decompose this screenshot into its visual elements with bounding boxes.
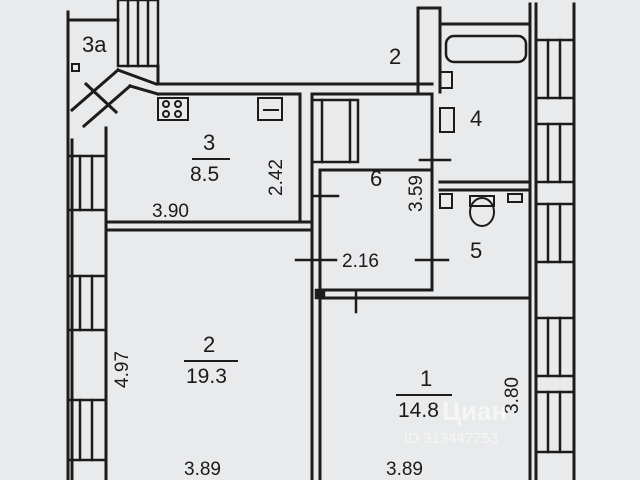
dim-room2-width: 3.89	[184, 459, 221, 480]
watermark-id: ID 313447753	[404, 430, 499, 447]
room-1-underline	[396, 394, 452, 396]
room-3-number: 3	[203, 130, 216, 155]
dim-room3-height: 2.42	[265, 159, 287, 196]
central-partition	[298, 92, 322, 480]
bathroom-walls	[416, 6, 532, 192]
room-3-underline	[192, 158, 230, 160]
room-1-number: 1	[420, 366, 433, 391]
hall-wardrobe	[310, 98, 360, 164]
room-5-number: 5	[470, 238, 483, 263]
kitchen-sink	[257, 97, 283, 121]
kitchen-top-wall	[156, 64, 434, 96]
watermark-brand: Циан	[442, 396, 508, 426]
room-6-number: 6	[370, 166, 383, 191]
room-2-underline	[184, 360, 238, 362]
room-2-number: 2	[203, 332, 216, 357]
room-3a-number: 3a	[82, 32, 107, 57]
balcony-walls	[66, 10, 120, 142]
room-3-area: 8.5	[190, 163, 220, 186]
bathroom-fixtures	[439, 71, 455, 133]
kitchen-room2-wall	[104, 220, 314, 232]
dim-room1-width: 3.89	[386, 459, 423, 480]
door-markers	[294, 158, 452, 314]
dim-room2-height: 4.97	[111, 351, 133, 388]
room-1-area: 14.8	[398, 399, 439, 422]
dim-hall-width: 2.16	[342, 251, 379, 272]
room-2-area: 19.3	[186, 365, 227, 388]
balcony-post	[71, 63, 80, 72]
right-windows	[534, 38, 576, 454]
room-top-number: 2	[389, 44, 402, 69]
kitchen-stove	[157, 97, 189, 121]
top-left-window	[116, 0, 160, 68]
left-exterior-wall	[66, 126, 108, 480]
left-windows	[66, 154, 108, 462]
balcony-door	[69, 67, 160, 129]
bathtub	[444, 34, 528, 64]
dim-hall-height: 3.59	[405, 175, 427, 212]
toilet-fixtures	[439, 193, 523, 227]
room-4-number: 4	[470, 106, 483, 131]
dim-room3-width: 3.90	[152, 201, 189, 222]
